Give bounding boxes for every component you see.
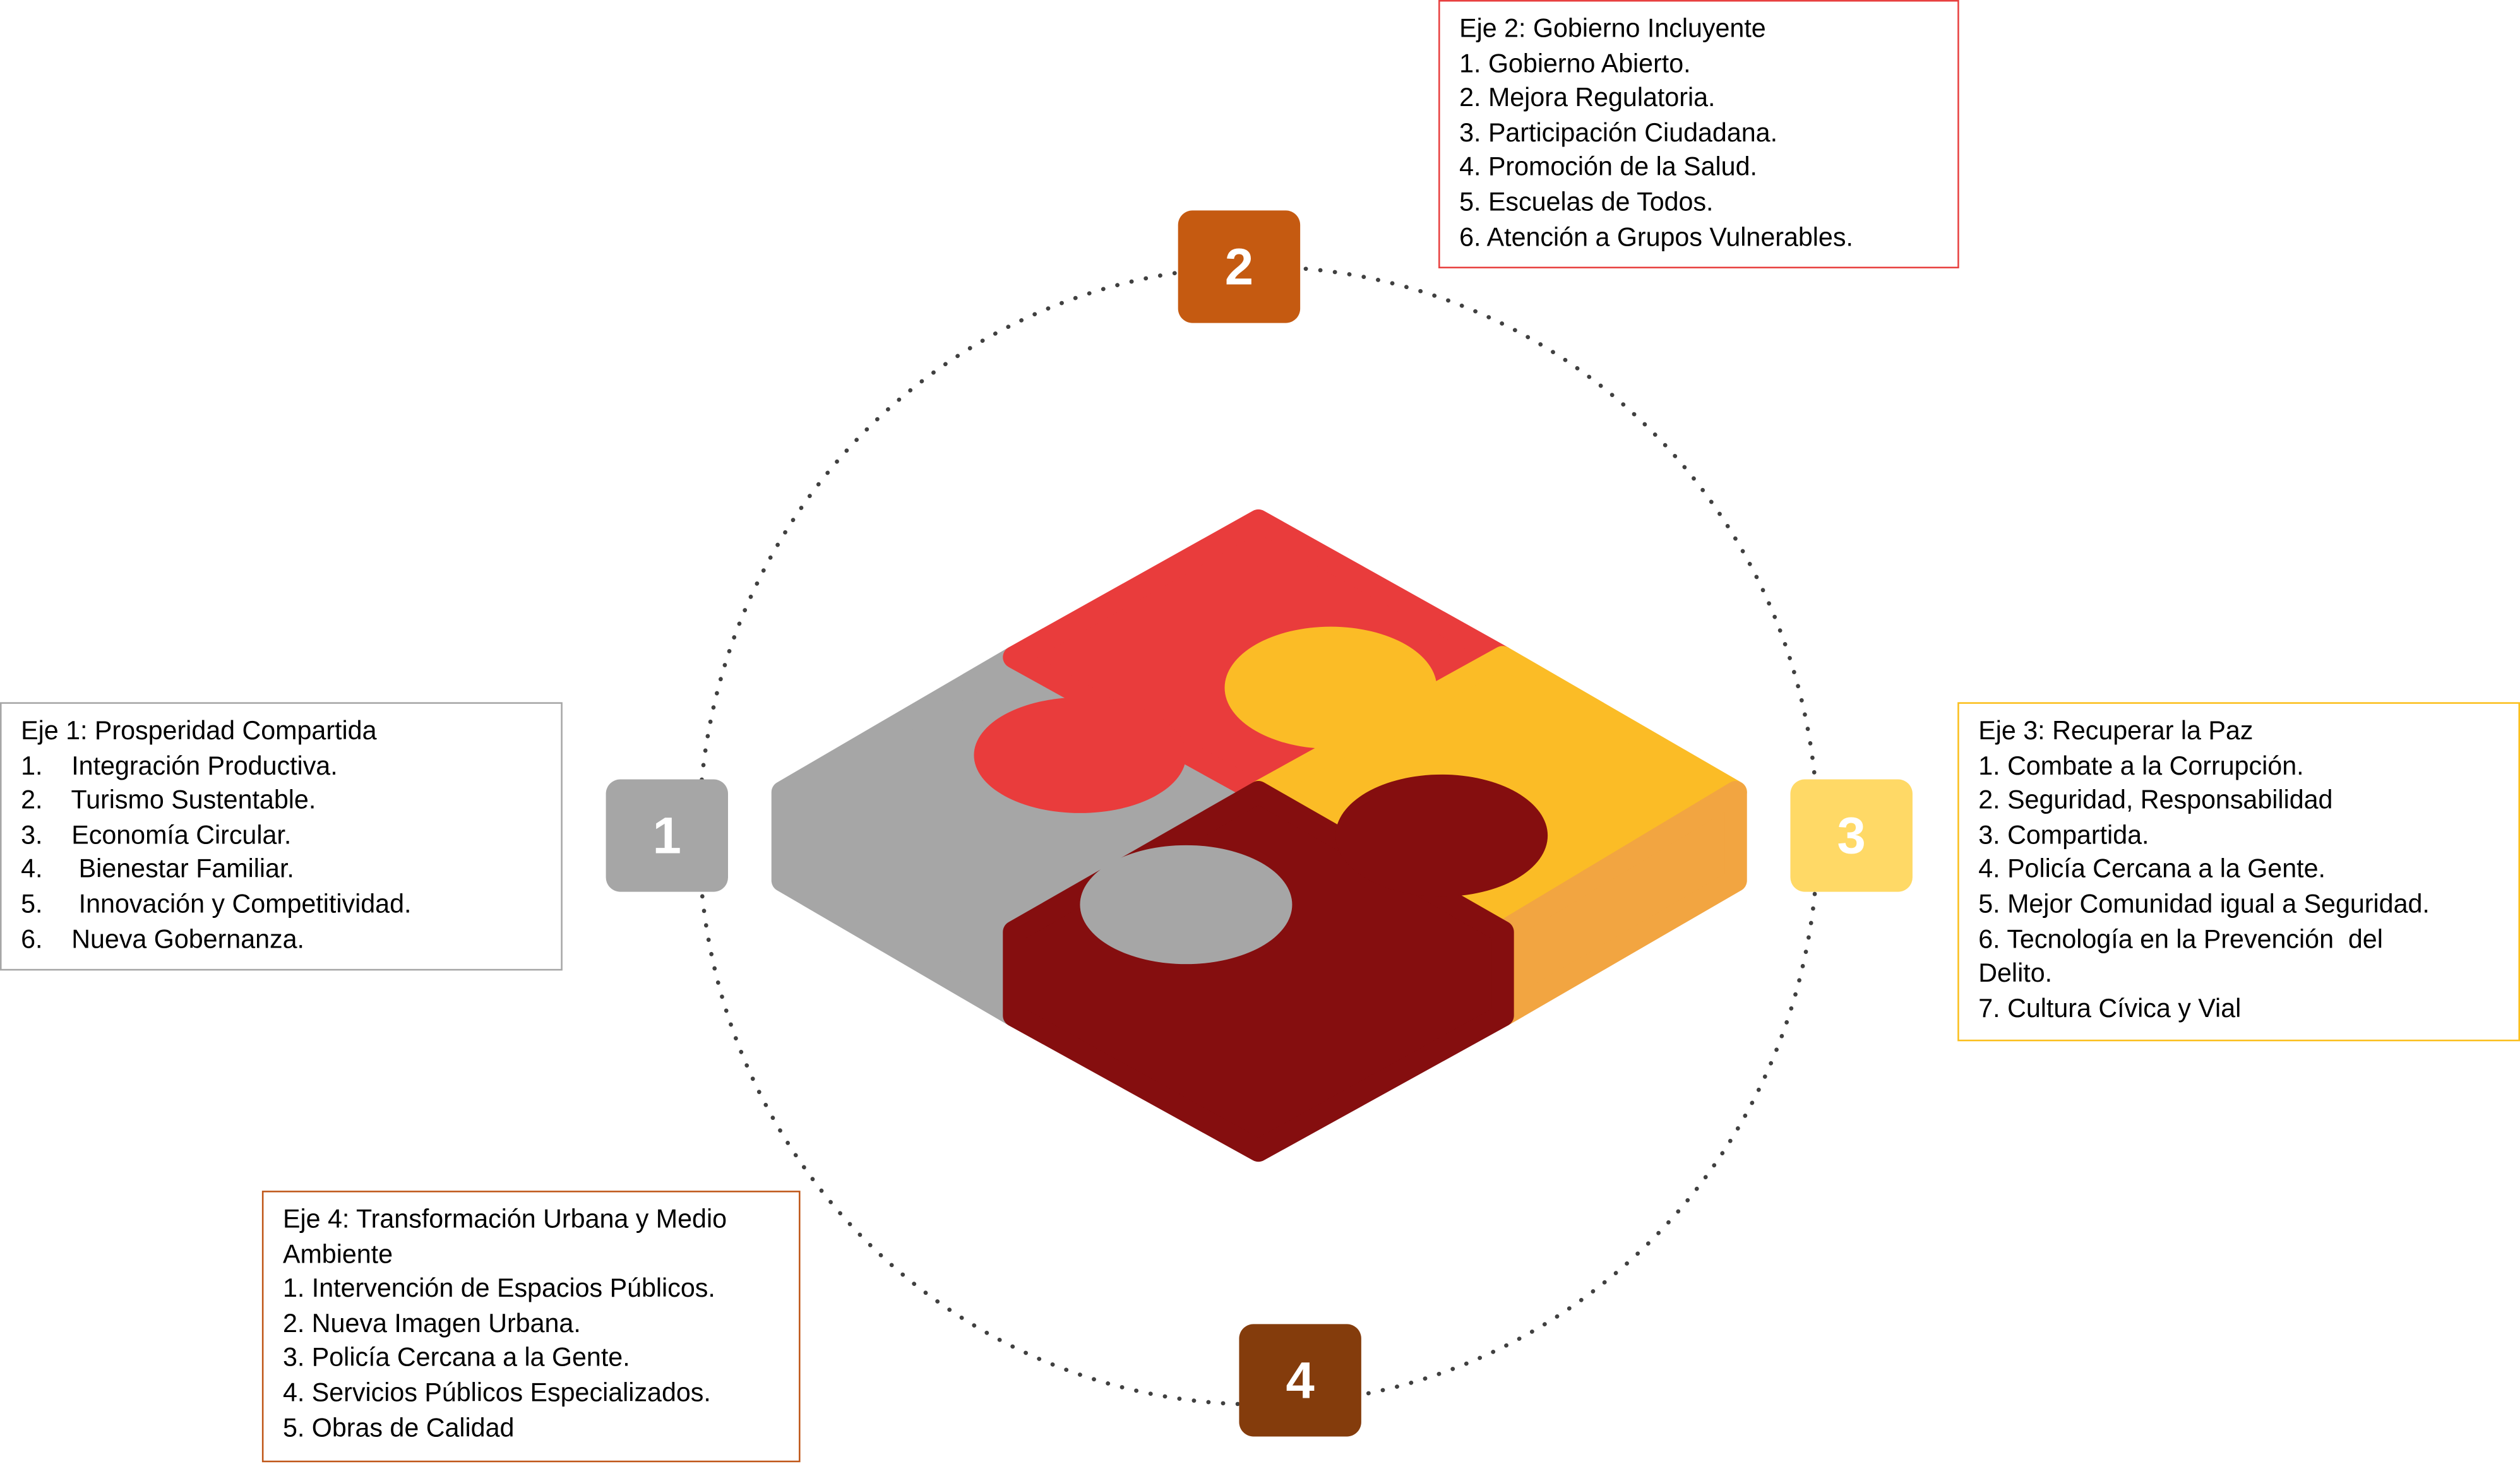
eje-1-box: Eje 1: Prosperidad Compartida 1. Integra… <box>0 702 563 971</box>
list-item: 4. Promoción de la Salud. <box>1459 153 1757 182</box>
red-knob <box>974 697 1186 813</box>
eje-4-box: Eje 4: Transformación Urbana y Medio Amb… <box>261 1191 801 1463</box>
list-item: 6. Atención a Grupos Vulnerables. <box>1459 222 1853 252</box>
list-item: 5. Innovación y Competitividad. <box>21 890 412 919</box>
eje-3-box: Eje 3: Recuperar la Paz 1. Combate a la … <box>1957 702 2520 1042</box>
list-item: 2. Seguridad, Responsabilidad <box>1978 786 2333 815</box>
list-item: 7. Cultura Cívica y Vial <box>1978 994 2242 1023</box>
list-item: 3. Compartida. <box>1978 821 2149 850</box>
list-item: 1. Intervención de Espacios Públicos. <box>282 1274 715 1304</box>
list-item: 2. Mejora Regulatoria. <box>1459 83 1716 113</box>
list-item: 3. Economía Circular. <box>21 821 292 850</box>
yellow-knob <box>1224 626 1437 749</box>
eje-4-title: Eje 4: Transformación Urbana y Medio <box>282 1205 727 1234</box>
list-item: 4. Bienestar Familiar. <box>21 855 294 884</box>
badge-eje-2: 2 <box>1178 210 1301 323</box>
list-item: 5. Escuelas de Todos. <box>1459 187 1714 217</box>
list-item: 1. Gobierno Abierto. <box>1459 49 1691 78</box>
list-item: 4. Policía Cercana a la Gente. <box>1978 855 2326 884</box>
eje-2-title: Eje 2: Gobierno Incluyente <box>1459 14 1766 44</box>
list-item: 3. Participación Ciudadana. <box>1459 118 1778 148</box>
gray-knob <box>1080 845 1293 965</box>
eje-2-box: Eje 2: Gobierno Incluyente 1. Gobierno A… <box>1438 0 1959 269</box>
list-item: 2. Turismo Sustentable. <box>21 786 316 815</box>
list-item: 1. Combate a la Corrupción. <box>1978 751 2304 780</box>
eje-3-title: Eje 3: Recuperar la Paz <box>1978 717 2254 746</box>
eje-4-title-cont: Ambiente <box>282 1239 393 1269</box>
list-item: 3. Policía Cercana a la Gente. <box>282 1343 630 1373</box>
badge-eje-4: 4 <box>1239 1324 1361 1437</box>
list-item: 4. Servicios Públicos Especializados. <box>282 1378 711 1408</box>
list-item: 5. Mejor Comunidad igual a Seguridad. <box>1978 890 2430 919</box>
badge-eje-1: 1 <box>606 779 729 892</box>
list-item: 6. Tecnología en la Prevención del <box>1978 924 2383 954</box>
list-item: 5. Obras de Calidad <box>282 1413 515 1443</box>
darkred-knob <box>1335 774 1548 897</box>
list-item: 6. Nueva Gobernanza. <box>21 924 305 954</box>
badge-eje-3: 3 <box>1790 779 1913 892</box>
list-item: 1. Integración Productiva. <box>21 751 338 780</box>
list-item: Delito. <box>1978 959 2053 989</box>
list-item: 2. Nueva Imagen Urbana. <box>282 1309 581 1338</box>
eje-1-title: Eje 1: Prosperidad Compartida <box>21 717 377 746</box>
